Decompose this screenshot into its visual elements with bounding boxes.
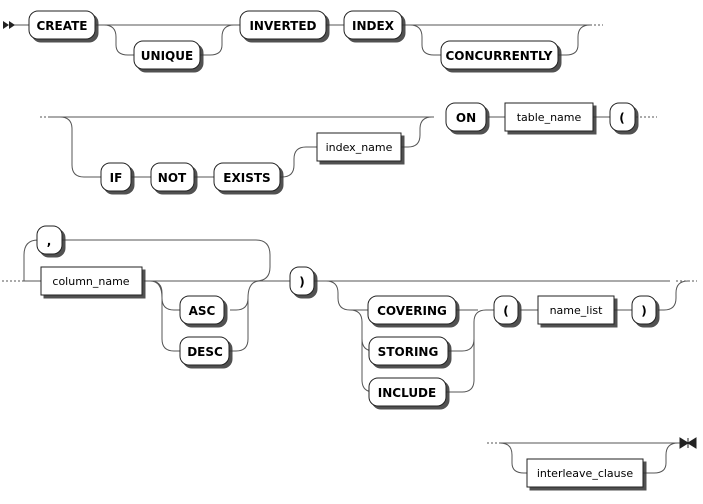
svg-text:STORING: STORING (378, 345, 439, 359)
keyword-close-paren-1: ) (289, 266, 315, 296)
svg-text:CREATE: CREATE (37, 19, 88, 33)
nonterminal-name-list: name_list (537, 295, 615, 325)
keyword-close-paren-2: ) (631, 295, 657, 325)
nonterminal-table-name: table_name (504, 102, 594, 132)
keyword-open-paren-1: ( (609, 102, 636, 132)
keyword-on: ON (445, 102, 487, 132)
svg-text:ASC: ASC (189, 304, 216, 318)
svg-text:INDEX: INDEX (352, 19, 395, 33)
keyword-inverted: INVERTED (239, 10, 327, 40)
svg-text:COVERING: COVERING (377, 304, 447, 318)
svg-text:interleave_clause: interleave_clause (537, 467, 634, 480)
start-marker-icon (3, 21, 15, 29)
svg-text:INCLUDE: INCLUDE (378, 386, 436, 400)
keyword-exists: EXISTS (213, 162, 281, 192)
svg-text:): ) (641, 304, 646, 318)
svg-text:NOT: NOT (158, 171, 187, 185)
svg-text:IF: IF (110, 171, 123, 185)
keyword-comma: , (36, 225, 63, 255)
svg-text:INVERTED: INVERTED (249, 19, 316, 33)
svg-text:CONCURRENTLY: CONCURRENTLY (446, 49, 553, 63)
rail-lines (2, 24, 697, 474)
svg-text:DESC: DESC (187, 345, 223, 359)
svg-text:table_name: table_name (517, 111, 582, 124)
svg-text:name_list: name_list (550, 304, 604, 317)
svg-text:): ) (299, 275, 304, 289)
svg-text:index_name: index_name (326, 141, 393, 154)
end-marker-icon (679, 437, 697, 449)
nonterminal-column-name: column_name (40, 266, 143, 296)
svg-text:UNIQUE: UNIQUE (141, 49, 193, 63)
keyword-covering: COVERING (367, 295, 457, 325)
keyword-create: CREATE (28, 10, 96, 40)
svg-text:,: , (47, 234, 52, 248)
nonterminal-interleave-clause: interleave_clause (526, 458, 644, 488)
keyword-index: INDEX (343, 10, 403, 40)
svg-text:ON: ON (456, 111, 476, 125)
nonterminal-index-name: index_name (316, 132, 402, 162)
keyword-unique: UNIQUE (133, 40, 201, 70)
keyword-storing: STORING (368, 336, 449, 366)
svg-text:column_name: column_name (52, 275, 129, 288)
keyword-desc: DESC (179, 336, 230, 366)
keyword-include: INCLUDE (368, 377, 447, 407)
keyword-asc: ASC (179, 295, 225, 325)
keyword-open-paren-2: ( (493, 295, 519, 325)
svg-text:(: ( (503, 304, 508, 318)
keyword-concurrently: CONCURRENTLY (440, 40, 559, 70)
keyword-not: NOT (150, 162, 195, 192)
svg-text:(: ( (619, 111, 624, 125)
keyword-if: IF (100, 162, 132, 192)
svg-text:EXISTS: EXISTS (223, 171, 270, 185)
